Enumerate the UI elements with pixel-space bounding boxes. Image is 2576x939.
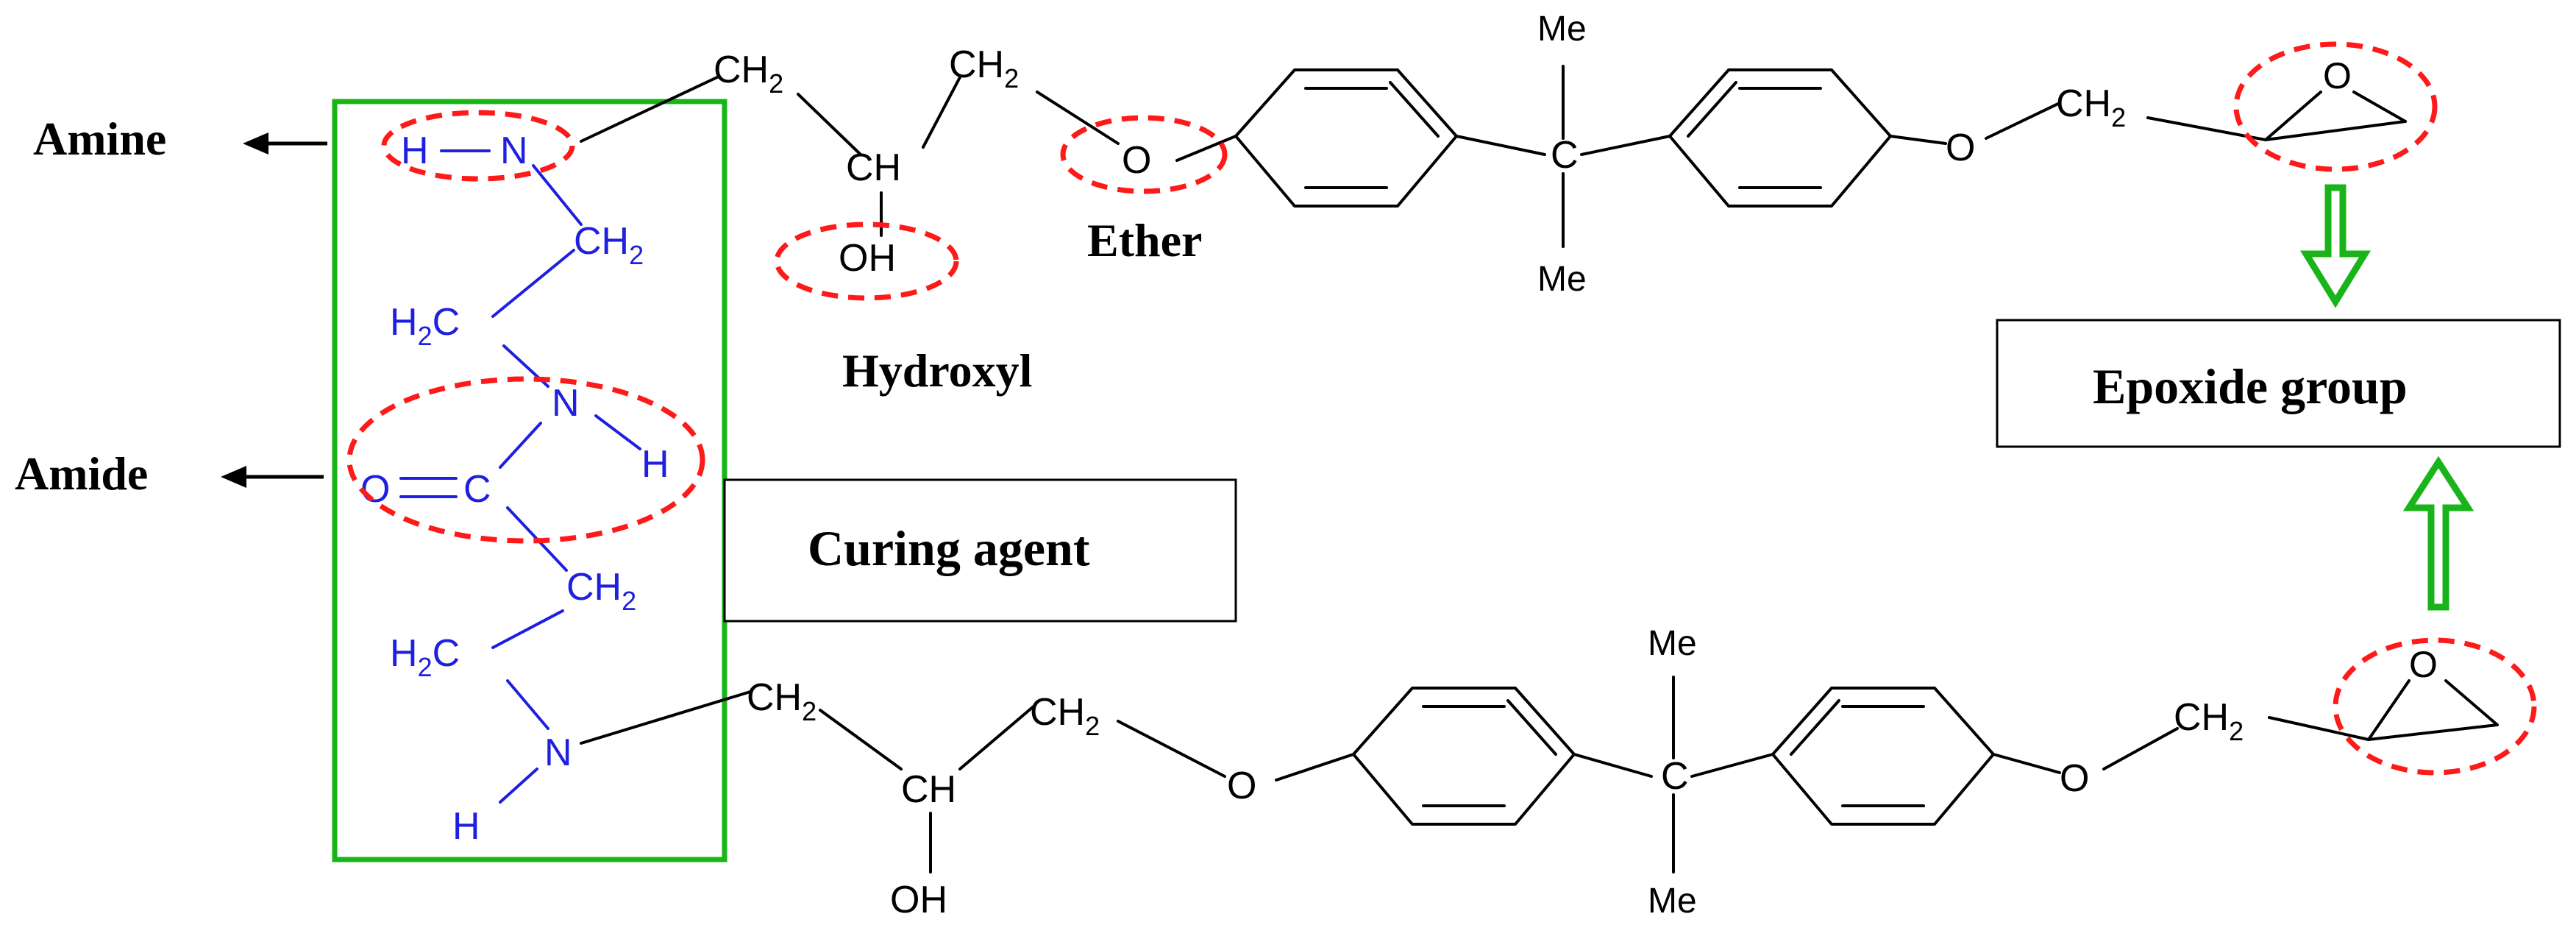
- top-ch2-2: CH2: [949, 43, 1019, 93]
- ether-label: Ether: [1087, 214, 1202, 266]
- epoxide-top-highlight: [2233, 41, 2438, 172]
- hydroxyl-label: Hydroxyl: [842, 344, 1032, 397]
- bot-me-down: Me: [1648, 882, 1697, 921]
- amide-highlight: [346, 376, 705, 544]
- top-epoxide-o: O: [2323, 55, 2352, 96]
- hollow-arrow-down: [2299, 184, 2372, 308]
- ca-n-amide: N: [552, 382, 580, 425]
- curing-agent-box: [723, 478, 1237, 623]
- bot-ch: CH: [901, 768, 956, 811]
- top-o2: O: [1946, 127, 1975, 169]
- ca-ch2-2: CH2: [566, 566, 636, 616]
- amine-highlight: [381, 110, 575, 182]
- top-ether-o: O: [1122, 139, 1151, 182]
- ca-o-carbonyl: O: [360, 468, 390, 511]
- bot-ether-o: O: [1227, 765, 1256, 807]
- ca-n-1: N: [500, 130, 528, 172]
- bot-oh: OH: [890, 879, 947, 921]
- bottom-chain: CH2 CH OH CH2 O C Me Me O CH2 O: [580, 624, 2499, 921]
- bot-epoxide-o: O: [2409, 644, 2438, 685]
- epoxide-group-box: [1996, 319, 2561, 448]
- hydroxyl-highlight: [774, 222, 959, 301]
- ca-n-2: N: [544, 731, 572, 774]
- ether-highlight: [1060, 115, 1228, 194]
- ca-h-2: H: [452, 805, 480, 848]
- ca-h-1: H: [401, 130, 429, 172]
- top-me-down: Me: [1537, 260, 1587, 299]
- top-ch: CH: [846, 146, 901, 189]
- curing-agent-molecule: H N CH2 H2C N H O C CH2 H2C N H: [360, 130, 669, 848]
- top-ch2-1: CH2: [714, 49, 783, 99]
- bot-me-up: Me: [1648, 624, 1697, 663]
- epoxide-bottom-highlight: [2333, 637, 2537, 776]
- hollow-arrow-up: [2402, 456, 2474, 611]
- bot-ch2-2: CH2: [1030, 691, 1100, 741]
- ca-h2c-2: H2C: [390, 632, 460, 682]
- top-oh: OH: [839, 237, 896, 280]
- amide-arrow-head: [221, 466, 246, 488]
- ca-h2c-1: H2C: [390, 301, 460, 351]
- top-me-up: Me: [1537, 10, 1587, 49]
- ca-ch2-1: CH2: [574, 220, 644, 270]
- top-ch2-3: CH2: [2056, 82, 2126, 132]
- curing-agent-label: Curing agent: [808, 520, 1090, 576]
- bot-ch2-1: CH2: [747, 676, 816, 726]
- ca-h-amide: H: [641, 443, 669, 486]
- bot-o2: O: [2060, 757, 2089, 800]
- epoxide-group-label: Epoxide group: [2093, 358, 2408, 414]
- amine-arrow-head: [243, 132, 268, 155]
- top-quaternary-c: C: [1551, 134, 1579, 177]
- amine-label: Amine: [33, 113, 166, 165]
- bot-quaternary-c: C: [1661, 755, 1689, 798]
- bot-ch2-3: CH2: [2174, 696, 2244, 746]
- ca-c-carbonyl: C: [463, 468, 491, 511]
- amide-label: Amide: [15, 447, 148, 500]
- top-chain: CH2 CH OH CH2 O C Me Me O CH2 O: [580, 10, 2407, 299]
